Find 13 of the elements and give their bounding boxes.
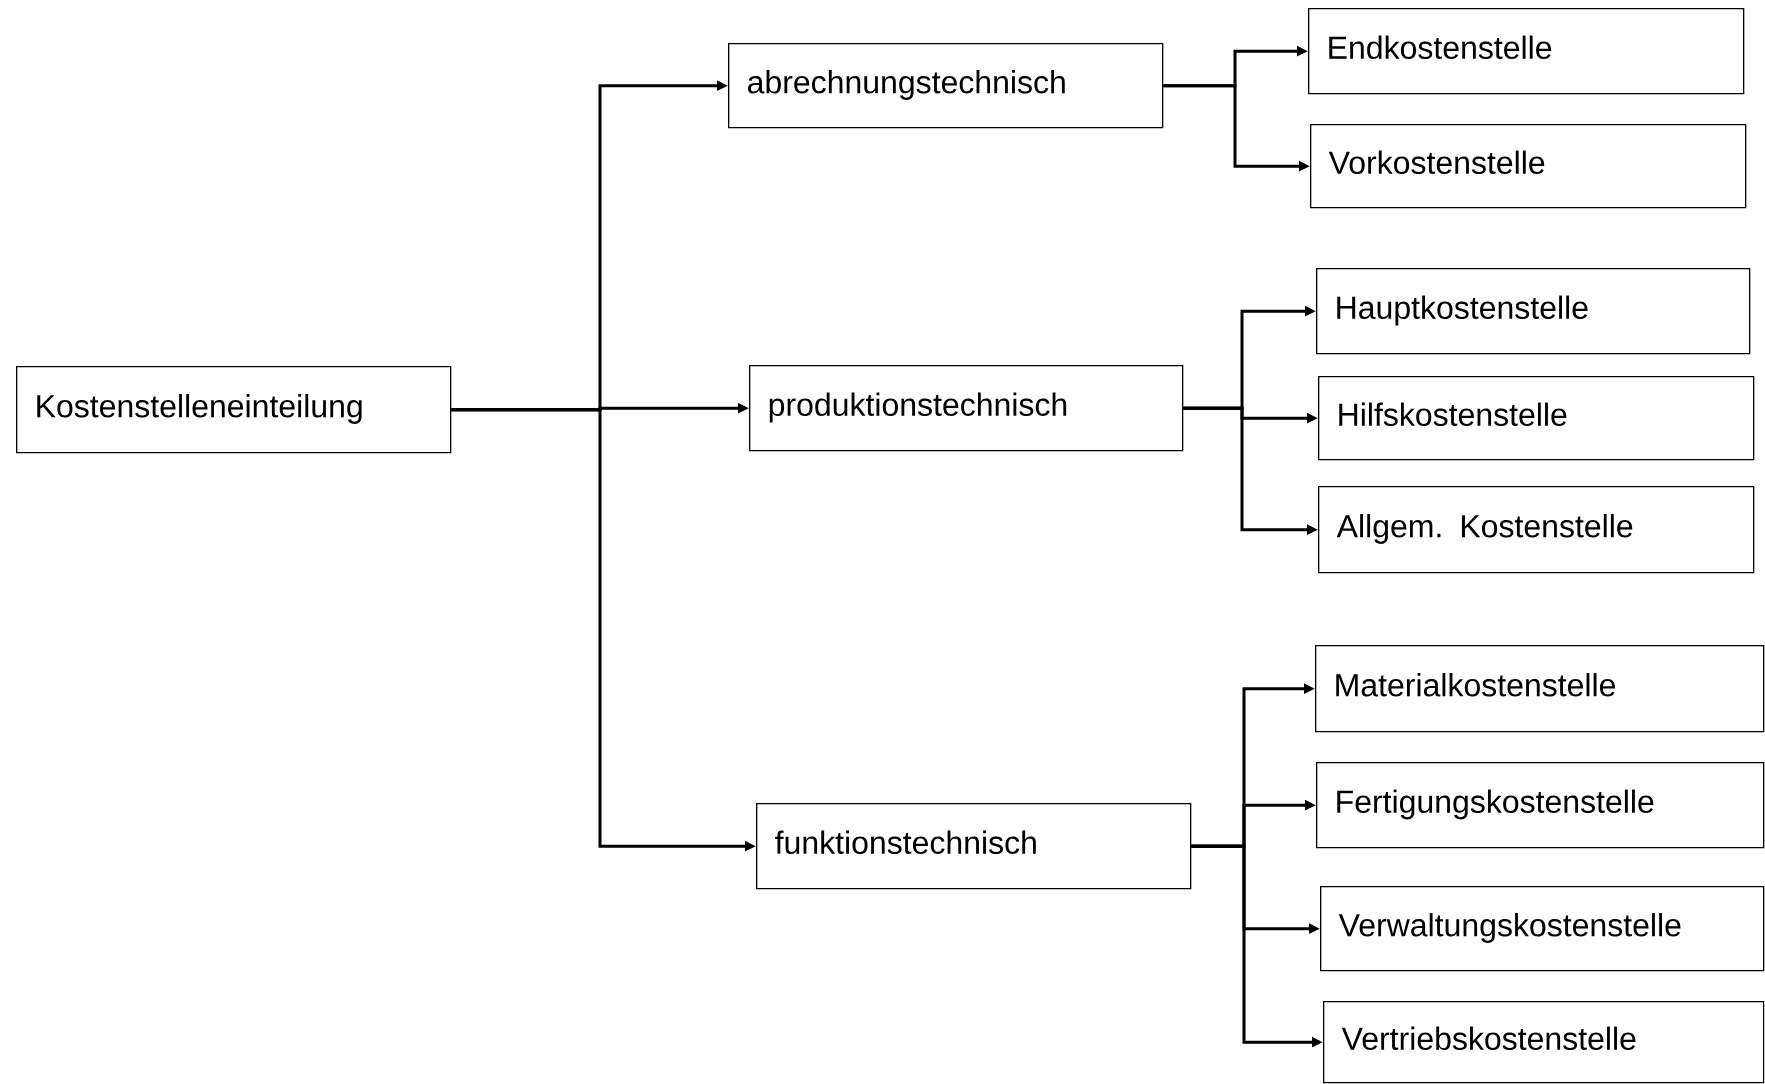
text-box: funktionstechnisch <box>756 803 1192 890</box>
text-box: Hauptkostenstelle <box>1316 268 1751 355</box>
text-box: Fertigungskostenstelle <box>1316 762 1765 849</box>
text-box: produktionstechnisch <box>749 365 1184 452</box>
text-box: abrechnungstechnisch <box>728 43 1164 129</box>
text-box: Hilfskostenstelle <box>1318 376 1755 461</box>
text-box: Allgem. Kostenstelle <box>1318 486 1755 574</box>
text-box: Endkostenstelle <box>1308 8 1745 95</box>
text-box: Vorkostenstelle <box>1310 124 1747 209</box>
text-box: Verwaltungskostenstelle <box>1320 886 1765 972</box>
text-box: Vertriebskostenstelle <box>1323 1001 1765 1084</box>
text-box: Kostenstelleneinteilung <box>16 366 452 454</box>
text-box: Materialkostenstelle <box>1315 645 1765 733</box>
